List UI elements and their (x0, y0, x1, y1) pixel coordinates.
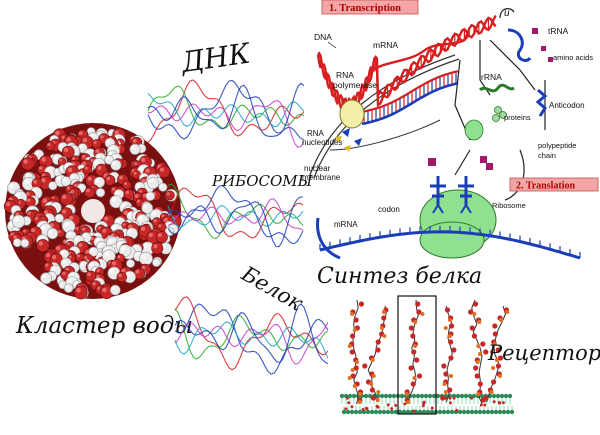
dna-russian-label: ДНК (177, 36, 253, 79)
receptors-membrane (339, 299, 515, 415)
nuclear-membrane-label-2: membrane (302, 173, 341, 182)
proteins-icon (492, 106, 507, 122)
svg-text:u: u (504, 8, 510, 19)
transcription-header-bg (321, 0, 419, 15)
nuclear-membrane-line (309, 54, 456, 176)
polypeptide-label-2: chain (538, 151, 556, 160)
protein-russian-label: Белок (237, 261, 308, 316)
mrna-translation-strand (319, 225, 581, 260)
flow-arrow (479, 40, 491, 96)
mrna-bottom-label: mRNA (334, 220, 358, 229)
rna-nucleotides-label-1: RNA (307, 129, 325, 138)
protein-wave-plot (174, 296, 329, 375)
protein-synthesis-label: Синтез белка (317, 264, 482, 289)
amino-acid-icon (541, 46, 546, 51)
receptors-label: Рецепторы (487, 341, 600, 365)
flow-arrow (489, 39, 536, 91)
flow-arrow (504, 149, 525, 201)
mrna-top-label: mRNA (373, 40, 398, 50)
polypeptide-label-1: polypeptide (538, 141, 576, 150)
transcription-header-text: 1. Transcription (329, 3, 401, 14)
flow-arrow (454, 149, 471, 176)
anticodon-label: Anticodon (549, 101, 585, 110)
dna-label: DNA (314, 32, 332, 42)
proteins-label: proteins (504, 113, 531, 122)
mrna-strand-tail (316, 217, 341, 260)
dna-wave-plot (147, 79, 305, 149)
nuclear-membrane-label-1: nuclear (304, 164, 331, 173)
rna-polymerase-shape (339, 99, 365, 129)
amino-acids-label: amino acids (553, 53, 593, 62)
water-cluster-label: Кластер воды (15, 313, 193, 339)
rna-nucleotides-icon (335, 128, 362, 152)
transcription-header: 1. Transcription (321, 0, 419, 15)
receptor-highlight-box (397, 295, 437, 415)
ribosome-label: Ribosome (492, 201, 526, 210)
nuclear-membrane-inner (329, 119, 441, 151)
water-cluster-sphere (3, 123, 182, 300)
ribosome-wave-plot (167, 183, 304, 248)
translation-header-text: 2. Translation (516, 181, 576, 192)
rrna-shape (478, 83, 515, 93)
amino-acid-icon (428, 158, 436, 166)
trna-label: tRNA (548, 26, 569, 36)
nuclear-membrane-line (313, 58, 460, 179)
amino-acid-icon (480, 156, 487, 163)
amino-acid-icon (548, 57, 553, 62)
rna-polymerase-label-2: polymerase (333, 80, 377, 90)
codon-label: codon (378, 205, 400, 214)
rrna-label: rRNA (481, 72, 502, 82)
trna-shape (507, 28, 532, 62)
ribosomes-russian-label: РИБОСОМЫ (211, 172, 313, 190)
anticodon-trna-shape (535, 88, 548, 117)
ribosome-subunit-shape (464, 119, 484, 141)
ribosome-trna-pair (430, 176, 474, 214)
amino-acid-icon (486, 163, 493, 170)
dna-double-helix (316, 14, 497, 114)
translation-header-bg (509, 177, 599, 192)
translation-header: 2. Translation (509, 177, 599, 192)
rna-nucleotides-label-2: nucleotides (302, 138, 342, 147)
amino-acid-icon (532, 28, 538, 34)
rna-polymerase-label-1: RNA (336, 70, 354, 80)
